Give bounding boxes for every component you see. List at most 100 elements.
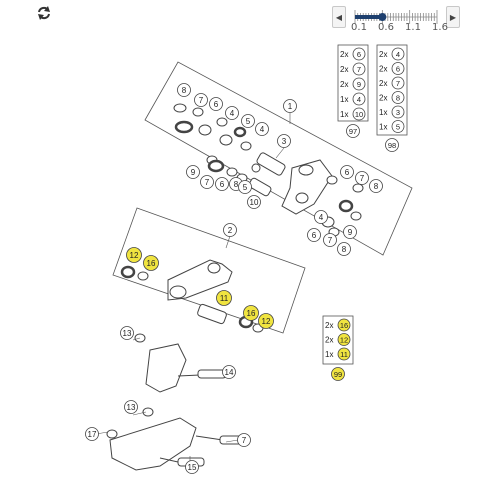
callout-circle xyxy=(343,225,357,239)
kit-row-part-circle xyxy=(391,62,405,75)
kit-row-part[interactable]: 4 xyxy=(357,95,361,104)
callout-8[interactable]: 8 xyxy=(177,83,191,97)
kit-row-part[interactable]: 5 xyxy=(396,122,400,131)
kit-label: 97 xyxy=(349,127,357,136)
callout-10[interactable]: 10 xyxy=(247,195,261,209)
nut-part xyxy=(142,407,154,417)
kit-row-part-circle xyxy=(391,47,405,61)
callout-number: 2 xyxy=(228,226,233,235)
callout-14[interactable]: 14 xyxy=(222,365,236,379)
callout-circle xyxy=(124,400,138,414)
kit-row-qty: 2x xyxy=(340,80,348,89)
eye-part xyxy=(207,262,221,274)
callout-circle xyxy=(225,106,239,120)
callout-1[interactable]: 1 xyxy=(283,99,297,113)
callout-7[interactable]: 7 xyxy=(237,433,251,447)
callout-16[interactable]: 16 xyxy=(143,255,159,271)
callout-9[interactable]: 9 xyxy=(343,225,357,239)
kit-label-99[interactable]: 99 xyxy=(331,367,345,381)
callout-6[interactable]: 6 xyxy=(340,165,354,179)
callout-circle xyxy=(126,247,142,263)
callout-17[interactable]: 17 xyxy=(85,427,99,441)
zoom-decrease-button[interactable]: ◀ xyxy=(332,6,346,28)
callout-4[interactable]: 4 xyxy=(314,210,328,224)
callout-2[interactable]: 2 xyxy=(223,223,237,237)
callout-7[interactable]: 7 xyxy=(323,233,337,247)
kit-label-circle xyxy=(346,124,360,138)
callout-number: 16 xyxy=(247,309,256,318)
kit-row-part[interactable]: 12 xyxy=(340,335,348,344)
callout-13[interactable]: 13 xyxy=(124,400,138,414)
callout-7[interactable]: 7 xyxy=(355,171,369,185)
zoom-control: ◀ ▶ xyxy=(332,6,460,36)
callout-number: 7 xyxy=(199,96,204,105)
callout-6[interactable]: 6 xyxy=(209,97,223,111)
callout-8[interactable]: 8 xyxy=(369,179,383,193)
callout-13[interactable]: 13 xyxy=(120,326,134,340)
refresh-button[interactable] xyxy=(34,4,54,22)
kit-row-part[interactable]: 7 xyxy=(396,79,400,88)
kit-row-part-circle xyxy=(391,120,405,133)
callout-9[interactable]: 9 xyxy=(186,165,200,179)
kit-98-box xyxy=(376,44,408,136)
callout-7[interactable]: 7 xyxy=(194,93,208,107)
callout-6[interactable]: 6 xyxy=(215,177,229,191)
kit-row-part[interactable]: 6 xyxy=(357,50,361,59)
callout-8[interactable]: 8 xyxy=(337,242,351,256)
callout-circle xyxy=(185,460,199,474)
callout-7[interactable]: 7 xyxy=(200,175,214,189)
callout-circle xyxy=(222,365,236,379)
kit-row: 2x 16 xyxy=(325,318,351,332)
callout-number: 12 xyxy=(130,251,139,260)
kit-label-98[interactable]: 98 xyxy=(385,138,399,152)
callout-number: 17 xyxy=(88,430,97,439)
kit-row-qty: 2x xyxy=(325,321,333,330)
kit-row-part[interactable]: 16 xyxy=(340,321,348,330)
callout-3[interactable]: 3 xyxy=(277,134,291,148)
kit-row-qty: 2x xyxy=(340,65,348,74)
kit-label-97[interactable]: 97 xyxy=(346,124,360,138)
callout-circle xyxy=(243,305,259,321)
callout-11[interactable]: 11 xyxy=(216,290,232,306)
ring-part xyxy=(174,120,194,134)
sleeve-part xyxy=(248,177,272,197)
callout-4[interactable]: 4 xyxy=(225,106,239,120)
callout-12[interactable]: 12 xyxy=(258,313,274,329)
kit-row-part[interactable]: 3 xyxy=(396,108,400,117)
kit-row-part[interactable]: 6 xyxy=(396,64,400,73)
callout-number: 13 xyxy=(127,403,136,412)
kit-row-part[interactable]: 8 xyxy=(396,93,400,102)
callout-circle xyxy=(215,177,229,191)
nut-part xyxy=(106,429,118,439)
callout-5[interactable]: 5 xyxy=(238,180,252,194)
callout-4[interactable]: 4 xyxy=(255,122,269,136)
kit-row-part[interactable]: 4 xyxy=(396,50,400,59)
callout-number: 12 xyxy=(262,317,271,326)
callout-15[interactable]: 15 xyxy=(185,460,199,474)
callout-number: 16 xyxy=(147,259,156,268)
zoom-slider-thumb[interactable] xyxy=(378,13,387,21)
kit-row-part-circle xyxy=(352,107,366,121)
zoom-tick-label: 1.1 xyxy=(405,22,421,33)
callout-5[interactable]: 5 xyxy=(241,114,255,128)
callout-6[interactable]: 6 xyxy=(307,228,321,242)
kit-row-part-circle xyxy=(352,47,366,61)
kit-row-part[interactable]: 9 xyxy=(357,80,361,89)
callout-16[interactable]: 16 xyxy=(243,305,259,321)
callout-12[interactable]: 12 xyxy=(126,247,142,263)
kit-row-part[interactable]: 10 xyxy=(355,110,363,119)
kit-row-qty: 1x xyxy=(340,110,348,119)
callout-circle xyxy=(85,427,99,441)
zoom-tick-labels: 0.1 0.6 1.1 1.6 xyxy=(318,22,448,34)
ring-part xyxy=(137,271,149,281)
callout-circle xyxy=(355,171,369,185)
kit-99-box xyxy=(322,315,354,365)
kit-row-part[interactable]: 7 xyxy=(357,65,361,74)
zoom-increase-button[interactable]: ▶ xyxy=(446,6,460,28)
kit-row-part[interactable]: 11 xyxy=(340,350,348,359)
kit-row-part-circle xyxy=(337,318,351,332)
zoom-slider[interactable] xyxy=(350,6,442,28)
